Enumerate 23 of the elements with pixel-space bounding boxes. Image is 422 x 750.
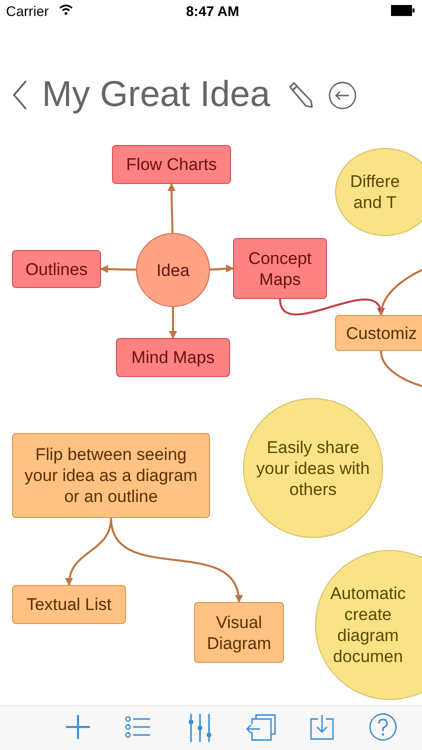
topic-circle: Automatic create diagram documen [315, 550, 422, 700]
connector [279, 298, 384, 316]
topic-box: Customiz [335, 315, 422, 351]
topic-box: Visual Diagram [194, 602, 284, 663]
connector [380, 269, 422, 316]
topic-box: Mind Maps [116, 338, 230, 377]
connector [380, 350, 422, 387]
connector [210, 264, 234, 273]
topic-box: Flip between seeing your idea as a diagram or an outline [12, 433, 210, 518]
topic-box: Concept Maps [233, 238, 327, 299]
connector [168, 183, 176, 234]
topic-circle: Idea [136, 233, 210, 307]
topic-ellipse: Differe and T [335, 148, 422, 236]
connector [169, 307, 177, 339]
topic-circle: Easily share your ideas with others [243, 398, 383, 538]
topic-box: Outlines [12, 250, 101, 288]
connector [110, 518, 242, 603]
page-title: My Great Idea [42, 72, 270, 116]
topic-box: Flow Charts [112, 145, 231, 184]
status-time: 8:47 AM [186, 3, 240, 19]
connector [100, 265, 136, 274]
topic-box: Textual List [12, 585, 126, 624]
carrier-name: Carrier [6, 3, 49, 19]
